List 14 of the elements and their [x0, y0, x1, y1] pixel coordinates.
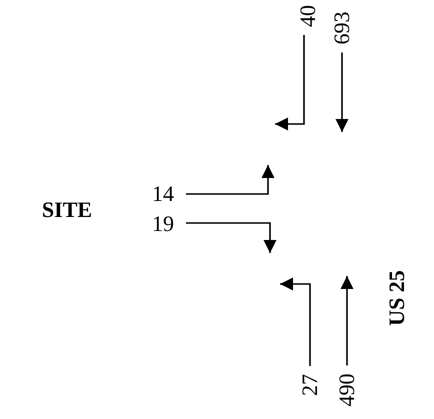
movement-arrow	[186, 165, 274, 195]
movement-arrow	[275, 35, 305, 130]
movement-arrow	[340, 276, 354, 366]
movement-arrow	[186, 222, 276, 253]
site-label: SITE	[42, 199, 92, 221]
traffic-volume: 490	[336, 374, 358, 406]
traffic-volume: 19	[152, 213, 174, 235]
traffic-volume: 27	[299, 374, 321, 396]
traffic-volume: 40	[297, 5, 319, 27]
traffic-volume: 14	[152, 183, 174, 205]
road-label: US 25	[386, 270, 408, 326]
movement-arrow	[280, 278, 311, 366]
traffic-volume: 693	[331, 12, 353, 44]
movement-arrow	[336, 52, 348, 132]
